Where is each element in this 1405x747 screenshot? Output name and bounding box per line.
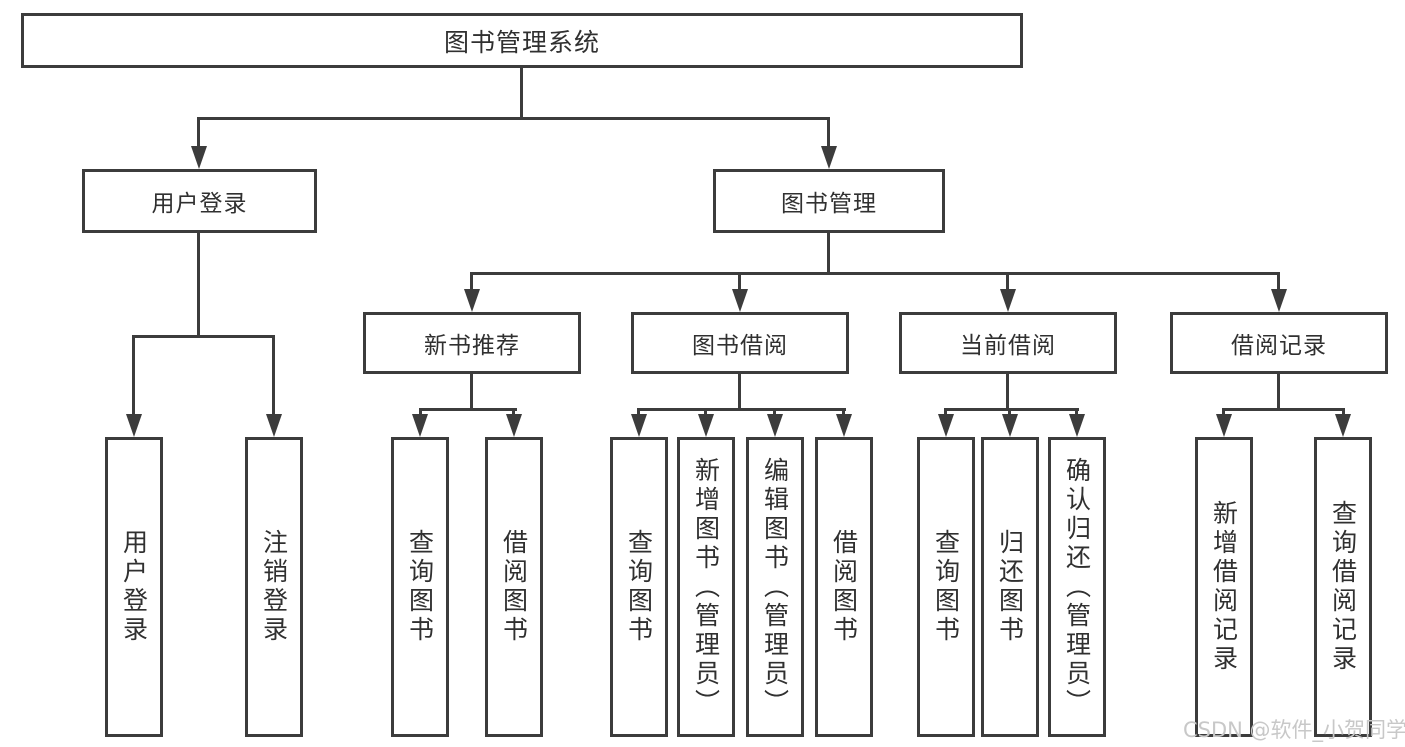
connector-level3-stem [1006, 272, 1009, 290]
node-leaf-logout: 注销登录 [245, 437, 303, 737]
node-borrow-records-label: 借阅记录 [1231, 333, 1327, 359]
connector-current-borrow-down [1006, 372, 1009, 410]
connector-book-borrow-bar [637, 408, 846, 411]
connector-leaf-stem [704, 408, 707, 416]
node-user-login-label: 用户登录 [151, 191, 248, 217]
connector-level3-stem [738, 272, 741, 290]
node-user-login: 用户登录 [82, 169, 317, 233]
node-current-borrow: 当前借阅 [899, 312, 1117, 374]
connector-level3-stem [1277, 272, 1280, 290]
node-leaf-newbooks-query-label: 查询图书 [405, 529, 435, 645]
connector-leaf-stem [842, 408, 845, 416]
connector-book-mgmt-stem [827, 117, 830, 147]
arrow-down-icon [767, 414, 783, 437]
connector-new-books-down [470, 372, 473, 410]
connector-current-borrow-bar [944, 408, 1079, 411]
node-leaf-borrow-borrow-label: 借阅图书 [829, 529, 859, 645]
arrow-down-icon [506, 414, 522, 437]
node-leaf-borrow-query-label: 查询图书 [624, 529, 654, 645]
arrow-down-icon [1002, 414, 1018, 437]
connector-book-borrow-down [738, 372, 741, 410]
arrow-down-icon [464, 289, 480, 312]
connector-leaf-stem [773, 408, 776, 416]
connector-borrow-records-down [1277, 372, 1280, 410]
node-leaf-records-add: 新增借阅记录 [1195, 437, 1253, 737]
arrow-down-icon [1335, 414, 1351, 437]
node-leaf-current-confirm-label: 确认归还（管理员） [1062, 456, 1092, 718]
csdn-watermark: CSDN @软件_小贺同学 [1183, 718, 1405, 742]
node-leaf-user-login: 用户登录 [105, 437, 163, 737]
connector-book-mgmt-down [827, 231, 830, 274]
node-leaf-current-confirm: 确认归还（管理员） [1048, 437, 1106, 737]
node-leaf-current-query-label: 查询图书 [931, 529, 961, 645]
node-book-borrow: 图书借阅 [631, 312, 849, 374]
arrow-down-icon [732, 289, 748, 312]
node-root: 图书管理系统 [21, 13, 1023, 68]
node-current-borrow-label: 当前借阅 [960, 333, 1056, 359]
arrow-down-icon [266, 414, 282, 437]
arrow-down-icon [631, 414, 647, 437]
arrow-down-icon [1069, 414, 1085, 437]
connector-leaf-stem [1075, 408, 1078, 416]
arrow-down-icon [191, 146, 207, 169]
node-leaf-newbooks-query: 查询图书 [391, 437, 449, 737]
connector-leaf-stem [1342, 408, 1345, 416]
node-new-books: 新书推荐 [363, 312, 581, 374]
connector-level3-stem [470, 272, 473, 290]
connector-leaf-stem [1008, 408, 1011, 416]
arrow-down-icon [1216, 414, 1232, 437]
node-leaf-borrow-edit-label: 编辑图书（管理员） [760, 456, 790, 718]
connector-borrow-records-bar [1222, 408, 1345, 411]
node-leaf-records-add-label: 新增借阅记录 [1209, 500, 1239, 674]
node-new-books-label: 新书推荐 [424, 333, 520, 359]
node-leaf-current-query: 查询图书 [917, 437, 975, 737]
connector-root-stem [520, 66, 523, 118]
node-leaf-borrow-query: 查询图书 [610, 437, 668, 737]
node-leaf-borrow-edit: 编辑图书（管理员） [746, 437, 804, 737]
node-leaf-borrow-add-label: 新增图书（管理员） [691, 456, 721, 718]
arrow-down-icon [821, 146, 837, 169]
node-leaf-newbooks-borrow-label: 借阅图书 [499, 529, 529, 645]
node-book-borrow-label: 图书借阅 [692, 333, 788, 359]
connector-leaf-stem [272, 335, 275, 415]
connector-leaf-stem [132, 335, 135, 415]
connector-leaf-stem [419, 408, 422, 416]
node-leaf-current-return: 归还图书 [981, 437, 1039, 737]
node-leaf-borrow-borrow: 借阅图书 [815, 437, 873, 737]
node-leaf-current-return-label: 归还图书 [995, 529, 1025, 645]
arrow-down-icon [1271, 289, 1287, 312]
node-leaf-records-query-label: 查询借阅记录 [1328, 500, 1358, 674]
node-leaf-user-login-label: 用户登录 [119, 529, 149, 645]
connector-leaf-stem [1222, 408, 1225, 416]
connector-new-books-bar [419, 408, 517, 411]
arrow-down-icon [836, 414, 852, 437]
arrow-down-icon [698, 414, 714, 437]
connector-level2-bar [198, 117, 830, 120]
connector-user-login-bar [132, 335, 275, 338]
arrow-down-icon [126, 414, 142, 437]
connector-user-login-stem [197, 117, 200, 147]
arrow-down-icon [1000, 289, 1016, 312]
connector-leaf-stem [512, 408, 515, 416]
node-book-mgmt-label: 图书管理 [781, 191, 877, 217]
arrow-down-icon [412, 414, 428, 437]
arrow-down-icon [938, 414, 954, 437]
node-leaf-records-query: 查询借阅记录 [1314, 437, 1372, 737]
connector-user-login-down [197, 231, 200, 336]
node-root-label: 图书管理系统 [443, 27, 600, 57]
connector-leaf-stem [944, 408, 947, 416]
node-leaf-newbooks-borrow: 借阅图书 [485, 437, 543, 737]
node-borrow-records: 借阅记录 [1170, 312, 1388, 374]
connector-level3-bar [470, 272, 1280, 275]
connector-leaf-stem [637, 408, 640, 416]
node-leaf-borrow-add: 新增图书（管理员） [677, 437, 735, 737]
node-leaf-logout-label: 注销登录 [259, 529, 289, 645]
node-book-mgmt: 图书管理 [713, 169, 945, 233]
